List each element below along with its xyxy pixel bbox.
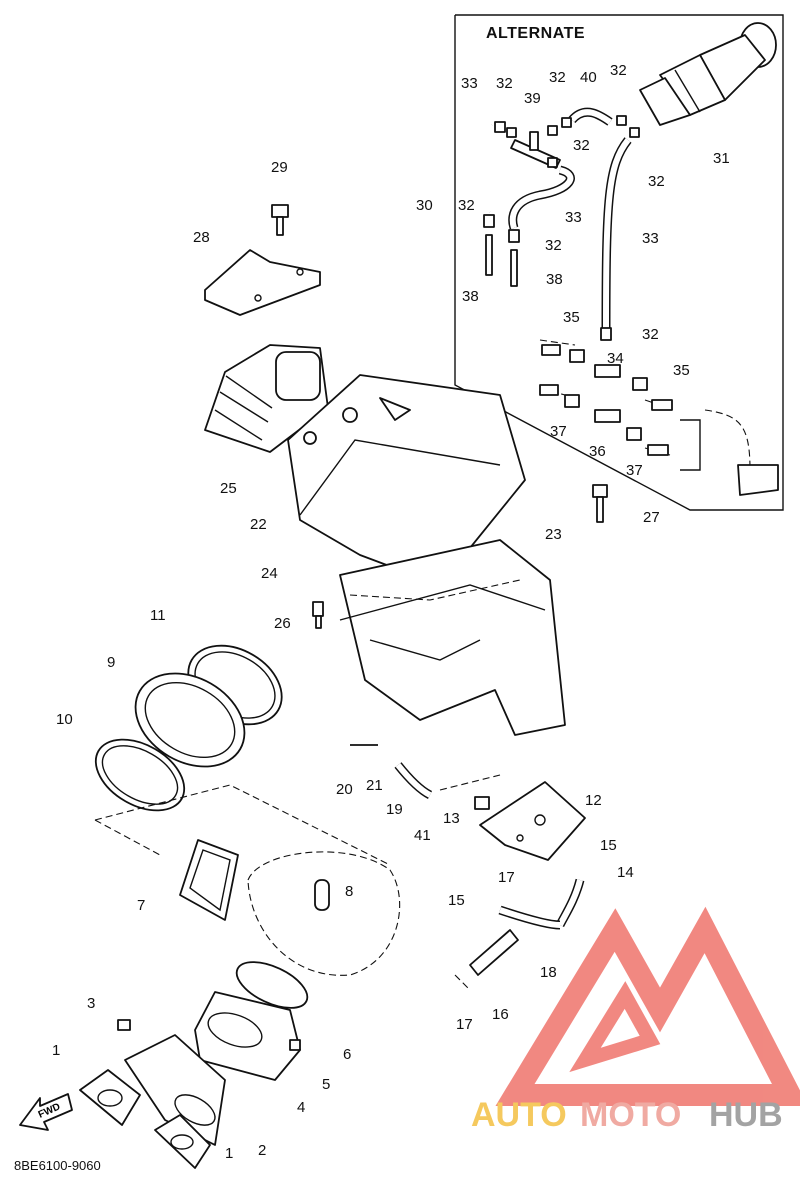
label-19: 19 — [386, 801, 403, 818]
alternate-box: ALTERNATE — [454, 14, 784, 511]
automotohub-watermark: AUTO MOTO HUB — [471, 906, 800, 1134]
label-12: 12 — [585, 792, 602, 809]
label-37: 37 — [550, 423, 567, 440]
fwd-arrow-icon: FWD — [19, 1093, 73, 1131]
fittings-34-37 — [539, 344, 673, 456]
label-14: 14 — [617, 864, 634, 881]
label-15: 15 — [448, 892, 465, 909]
watermark-text-auto: AUTO — [471, 1096, 567, 1134]
filter-element-24 — [349, 579, 521, 601]
label-32: 32 — [458, 197, 475, 214]
label-32: 32 — [545, 237, 562, 254]
part-number-labels: 33 32 32 40 32 39 32 31 32 30 32 33 32 3… — [52, 62, 730, 1162]
label-24: 24 — [261, 565, 278, 582]
gasket-1b — [154, 1114, 211, 1169]
label-36: 36 — [589, 443, 606, 460]
label-11: 11 — [150, 607, 166, 624]
label-18: 18 — [540, 964, 557, 981]
bracket-28 — [204, 249, 321, 316]
label-5: 5 — [322, 1076, 330, 1093]
bolt-27 — [592, 484, 608, 523]
label-33: 33 — [642, 230, 659, 247]
fuel-filter-18 — [469, 929, 519, 976]
fuel-pump-12 — [479, 781, 586, 861]
vacuum-valve-31 — [639, 22, 777, 126]
label-35: 35 — [673, 362, 690, 379]
label-13: 13 — [443, 810, 460, 827]
label-38: 38 — [462, 288, 479, 305]
label-32: 32 — [642, 326, 659, 343]
bolt-29 — [271, 204, 289, 236]
label-35: 35 — [563, 309, 580, 326]
nut-13 — [474, 796, 490, 810]
label-23: 23 — [545, 526, 562, 543]
label-39: 39 — [524, 90, 541, 107]
label-17: 17 — [498, 869, 515, 886]
label-33: 33 — [565, 209, 582, 226]
joint-9 — [134, 672, 246, 768]
label-34: 34 — [607, 350, 624, 367]
clamp-6 — [235, 961, 309, 1009]
watermark-text-moto: MOTO — [580, 1096, 681, 1134]
label-25: 25 — [220, 480, 237, 497]
label-7: 7 — [137, 897, 145, 914]
clamp-10 — [94, 738, 186, 812]
label-21: 21 — [366, 777, 383, 794]
label-38: 38 — [546, 271, 563, 288]
screw-26 — [312, 601, 324, 629]
label-4: 4 — [297, 1099, 305, 1116]
label-32: 32 — [648, 173, 665, 190]
watermark-text-hub: HUB — [709, 1096, 783, 1134]
label-15: 15 — [600, 837, 617, 854]
pipe-8 — [314, 879, 330, 911]
label-10: 10 — [56, 711, 73, 728]
label-1: 1 — [225, 1145, 233, 1162]
label-22: 22 — [250, 516, 267, 533]
label-32: 32 — [549, 69, 566, 86]
reed-plate-7 — [179, 839, 239, 921]
label-28: 28 — [193, 229, 210, 246]
label-32: 32 — [496, 75, 513, 92]
label-2: 2 — [258, 1142, 266, 1159]
air-filter-case-body-23 — [339, 539, 566, 736]
watermark-triangle-logo — [495, 906, 800, 1106]
label-33: 33 — [461, 75, 478, 92]
label-29: 29 — [271, 159, 288, 176]
label-32: 32 — [610, 62, 627, 79]
label-37: 37 — [626, 462, 643, 479]
intake-joint-2 — [124, 1034, 226, 1146]
hose-14 — [555, 878, 585, 928]
gasket-1a — [79, 1069, 141, 1126]
label-6: 6 — [343, 1046, 351, 1063]
label-26: 26 — [274, 615, 291, 632]
label-20: 20 — [336, 781, 353, 798]
drawing-code: 8BE6100-9060 — [14, 1158, 101, 1173]
label-32: 32 — [573, 137, 590, 154]
intake-duct-25 — [204, 344, 329, 453]
hose-19-20-21 — [350, 744, 433, 800]
label-17: 17 — [456, 1016, 473, 1033]
alternate-title: ALTERNATE — [486, 25, 585, 42]
bolt-3 — [117, 1019, 131, 1031]
label-8: 8 — [345, 883, 353, 900]
label-41: 41 — [414, 827, 431, 844]
label-9: 9 — [107, 654, 115, 671]
air-filter-case-cover-22 — [287, 374, 526, 586]
label-1: 1 — [52, 1042, 60, 1059]
label-40: 40 — [580, 69, 597, 86]
screw-5 — [289, 1039, 301, 1051]
label-30: 30 — [416, 197, 433, 214]
label-31: 31 — [713, 150, 730, 167]
label-16: 16 — [492, 1006, 509, 1023]
label-27: 27 — [643, 509, 660, 526]
label-3: 3 — [87, 995, 95, 1012]
